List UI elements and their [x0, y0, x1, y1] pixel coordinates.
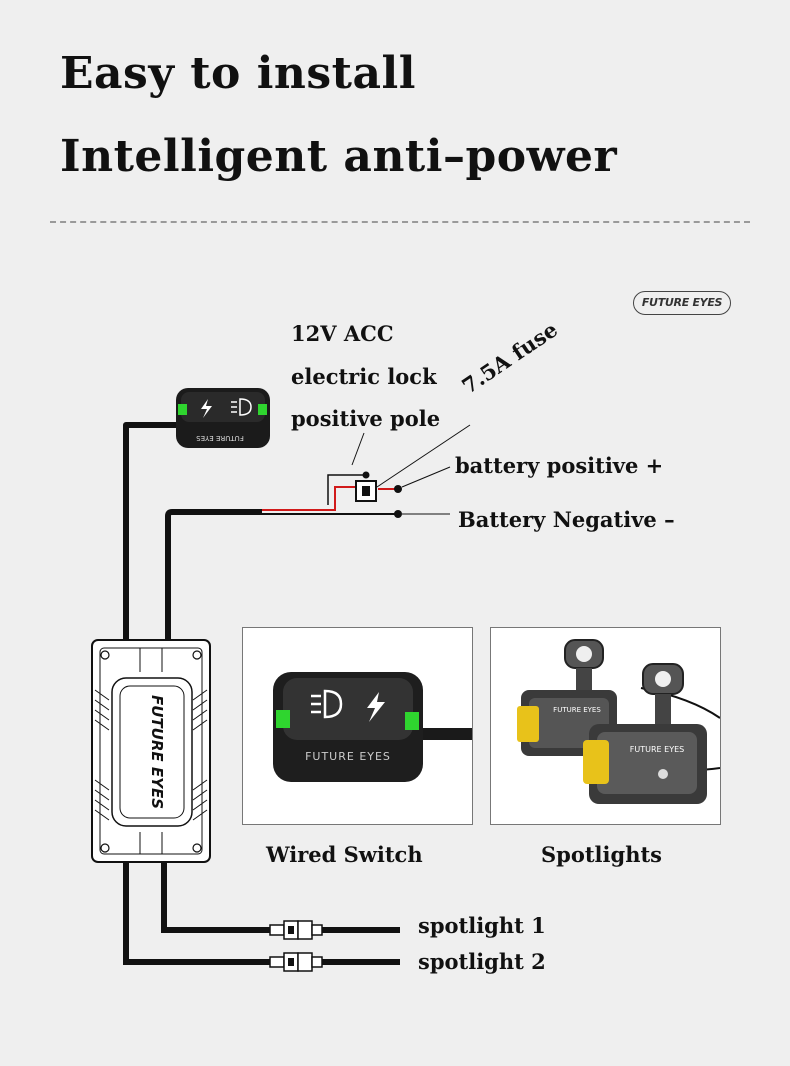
acc-label-line3: positive pole — [291, 406, 441, 431]
headlight-icon — [311, 689, 343, 719]
connector-spotlight-1 — [269, 920, 323, 940]
page-subtitle: Intelligent anti–power — [60, 131, 618, 182]
switch-cable — [123, 422, 178, 650]
acc-label-line1: 12V ACC — [291, 321, 394, 346]
wired-switch-photo: FUTURE EYES — [242, 627, 473, 825]
svg-text:FUTURE EYES: FUTURE EYES — [553, 706, 601, 714]
output-cables — [123, 862, 400, 965]
battery-positive-label: battery positive + — [455, 453, 664, 478]
wired-switch: FUTURE EYES — [176, 388, 270, 448]
indicator-led-right — [258, 404, 267, 415]
power-cable — [165, 474, 398, 650]
indicator-led-left — [178, 404, 187, 415]
connector-spotlight-2 — [269, 952, 323, 972]
spotlights-caption: Spotlights — [541, 842, 662, 867]
spotlight-front: FUTURE EYES — [583, 663, 707, 804]
bolt-icon — [367, 692, 385, 722]
brand-logo: FUTURE EYES — [633, 291, 731, 315]
negative-terminal — [394, 510, 402, 518]
svg-text:FUTURE EYES: FUTURE EYES — [305, 750, 391, 763]
svg-text:FUTURE EYES: FUTURE EYES — [196, 434, 244, 442]
svg-text:FUTURE EYES: FUTURE EYES — [630, 745, 684, 754]
page-title: Easy to install — [60, 48, 416, 99]
dashed-divider — [50, 221, 750, 223]
spotlights-photo: FUTURE EYES FUTURE EYES — [490, 627, 721, 825]
headlight-icon — [231, 398, 252, 416]
spotlight-2-label: spotlight 2 — [418, 949, 546, 974]
battery-negative-label: Battery Negative – — [458, 507, 675, 532]
positive-terminal — [394, 485, 402, 493]
acc-terminal — [362, 471, 370, 479]
bolt-icon — [201, 399, 212, 418]
acc-leader — [351, 432, 365, 466]
fuse-leader — [376, 424, 471, 488]
controller-box: FUTURE EYES — [91, 639, 211, 863]
fuse — [355, 480, 377, 502]
svg-text:FUTURE EYES: FUTURE EYES — [148, 695, 166, 809]
wired-switch-caption: Wired Switch — [266, 842, 423, 867]
positive-leader — [401, 466, 451, 488]
spotlight-1-label: spotlight 1 — [418, 913, 546, 938]
acc-label-line2: electric lock — [291, 364, 437, 389]
